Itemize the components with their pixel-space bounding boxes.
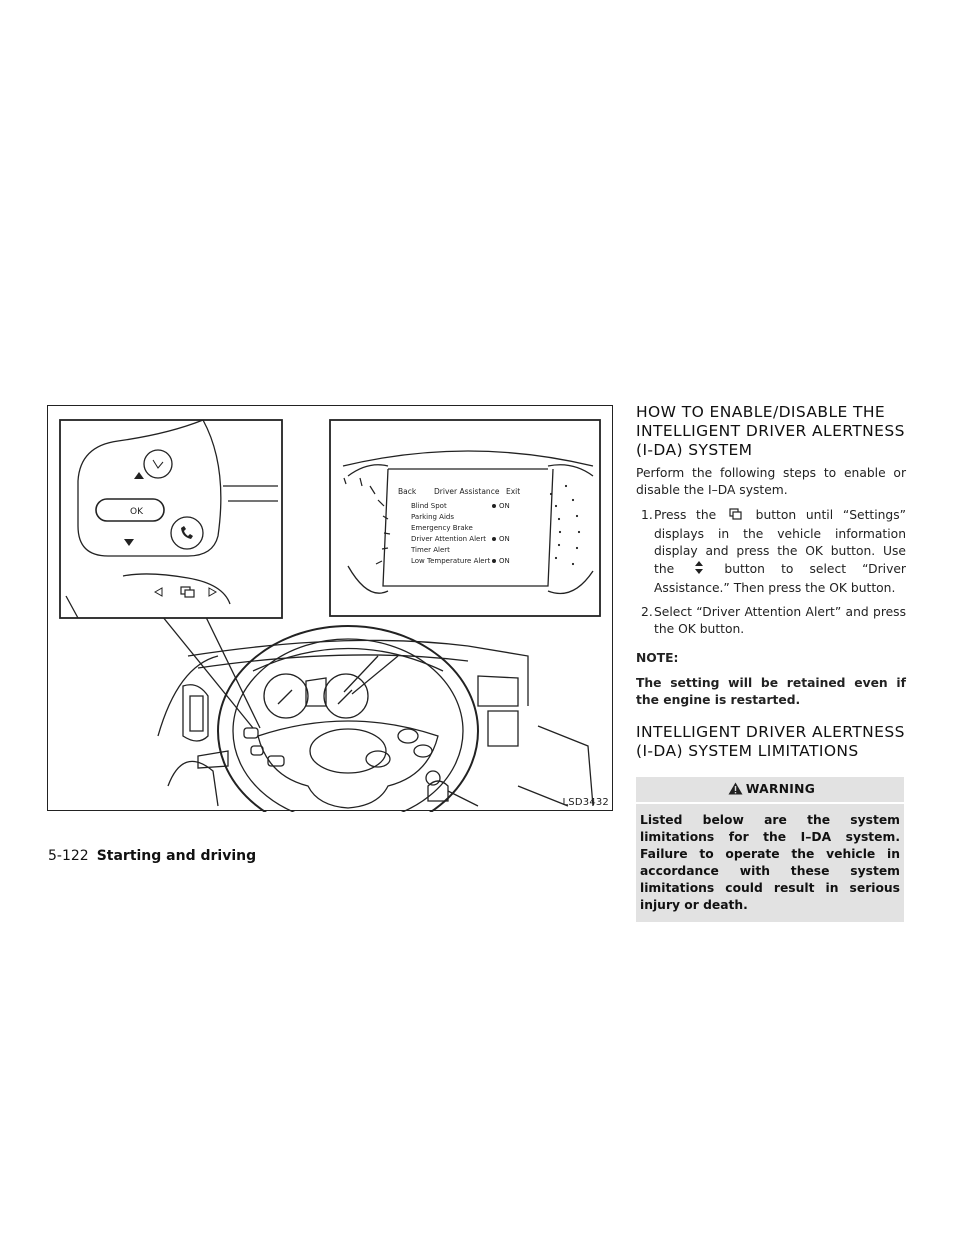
menu-status-low-temperature-alert: ON — [499, 557, 510, 565]
page-number: 5-122 — [48, 848, 89, 864]
steering-wheel-illustration: OK — [59, 419, 601, 812]
warning-box: WARNING Listed below are the system limi… — [636, 777, 904, 922]
status-dot-icon — [492, 559, 496, 563]
status-dot-icon — [492, 504, 496, 508]
display-title: Driver Assistance — [434, 487, 500, 496]
menu-status-driver-attention-alert: ON — [499, 535, 510, 543]
text-column: HOW TO ENABLE/DISABLE THE INTELLIGENT DR… — [636, 403, 906, 922]
menu-item-timer-alert: Timer Alert — [410, 546, 450, 554]
section-title-enable-disable: HOW TO ENABLE/DISABLE THE INTELLIGENT DR… — [636, 403, 905, 459]
ok-button-label: OK — [130, 507, 144, 517]
note-text: The setting will be retained even if the… — [636, 676, 906, 707]
menu-item-emergency-brake: Emergency Brake — [411, 524, 473, 532]
section-title-limitations: INTELLIGENT DRIVER ALERTNESS (I-DA) SYST… — [636, 723, 905, 760]
display-exit-label: Exit — [506, 487, 520, 496]
section-name: Starting and driving — [96, 848, 257, 864]
page-footer: 5-122 Starting and driving — [48, 848, 256, 864]
step-2: 2. Select “Driver Attention Alert” and p… — [641, 605, 906, 636]
steps-list: 1. Press the button until “Settings” dis… — [636, 507, 906, 638]
menu-item-low-temperature-alert: Low Temperature Alert — [411, 557, 490, 565]
display-back-label: Back — [398, 487, 417, 496]
menu-item-blind-spot: Blind Spot — [411, 502, 447, 510]
display-menu-icon — [729, 508, 743, 526]
gauge-ticks-left — [343, 477, 391, 565]
warning-body: Listed below are the system limitations … — [640, 813, 900, 912]
up-down-arrow-icon — [693, 560, 705, 580]
figure-label: LSD3432 — [562, 797, 609, 808]
menu-item-parking-aids: Parking Aids — [411, 513, 454, 521]
gauge-dots-right — [549, 484, 581, 566]
illustration-figure: OK — [47, 405, 613, 812]
intro-paragraph: Perform the following steps to enable or… — [636, 466, 906, 497]
note-label: NOTE: — [636, 651, 679, 665]
menu-status-blind-spot: ON — [499, 502, 510, 510]
status-dot-icon — [492, 537, 496, 541]
step-1: 1. Press the button until “Settings” dis… — [641, 508, 906, 595]
warning-heading: WARNING — [636, 777, 904, 804]
warning-triangle-icon — [728, 782, 743, 798]
menu-item-driver-attention-alert: Driver Attention Alert — [411, 535, 486, 543]
